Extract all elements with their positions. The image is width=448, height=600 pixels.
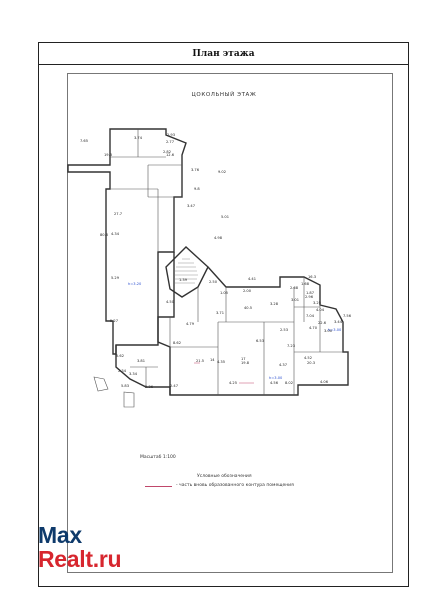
ceiling-height-label: h=3.00 — [328, 328, 342, 332]
room-area-label: 2.96 — [305, 295, 314, 299]
room-area-label: 3.01 — [291, 298, 299, 302]
room-area-label: 1.68 — [301, 282, 310, 286]
room-area-label: 4.04 — [316, 308, 325, 312]
room-area-label: 4.41 — [248, 277, 256, 281]
room-area-label: 3.25 — [313, 301, 321, 305]
room-area-label: 7.56 — [343, 314, 352, 318]
room-area-label: 4.37 — [279, 363, 287, 367]
height-marks: h=3.20 h=3.00 h=3.00 — [128, 282, 342, 380]
wall-entrance-bay — [115, 345, 171, 395]
ceiling-height-label: h=3.00 — [269, 376, 283, 380]
room-area-label: 5.83 — [121, 384, 129, 388]
header-bar: План этажа — [39, 43, 408, 65]
room-area-label: 6.53 — [256, 339, 264, 343]
room-area-label: 1.87 — [306, 291, 314, 295]
room-area-label: 5.29 — [111, 276, 120, 280]
ceiling-height-label: h=3.20 — [128, 282, 142, 286]
room-area-label: 8.02 — [285, 381, 293, 385]
room-area-label: 9.02 — [218, 170, 226, 174]
room-area-label: 3.44 — [334, 320, 343, 324]
room-area-label: 80.8 — [100, 233, 109, 237]
room-area-label: 1.39 — [179, 278, 188, 282]
room-area-label: 2.36 — [145, 385, 154, 389]
room-area-label: 5.62 — [116, 354, 124, 358]
room-area-label: 3.00 — [324, 329, 333, 333]
room-area-label: 3.74 — [134, 136, 143, 140]
room-area-label: 19.8 — [241, 361, 250, 365]
room-area-label: 2.93 — [167, 133, 175, 137]
room-area-label: 5.27 — [110, 319, 118, 323]
room-area-label: 2.50 — [209, 280, 218, 284]
room-area-label: 4.35 — [217, 360, 225, 364]
room-area-label: 27.7 — [114, 212, 122, 216]
room-area-label: 1.05 — [220, 291, 228, 295]
room-area-label: 2.00 — [243, 289, 252, 293]
room-area-label: 3.28 — [270, 302, 279, 306]
room-area-label: 2.47 — [170, 384, 178, 388]
room-area-label: 4.79 — [186, 322, 195, 326]
legend-line-swatch — [145, 486, 172, 487]
room-area-label: 17 — [241, 357, 246, 361]
room-area-label: 3.34 — [129, 372, 138, 376]
room-area-label: 40.5 — [244, 306, 252, 310]
new-contour — [194, 362, 254, 384]
inner-border — [67, 73, 393, 573]
room-area-label: 16.3 — [308, 275, 316, 279]
room-area-label: 20.3 — [307, 361, 315, 365]
room-area-label: 21.5 — [196, 359, 204, 363]
room-area-label: 7.65 — [80, 139, 88, 143]
room-area-label: 7.04 — [306, 314, 315, 318]
room-area-label: 4.25 — [229, 381, 237, 385]
room-area-label: 19.3 — [104, 153, 112, 157]
scale-note: Масштаб 1:100 — [140, 455, 176, 460]
wall-left-block — [67, 128, 187, 355]
room-area-label: 2.53 — [280, 328, 288, 332]
room-area-label: 5.01 — [221, 215, 229, 219]
legend-item-text: - часть вновь образованного контура поме… — [176, 483, 294, 488]
room-area-label: 2.34 — [118, 369, 127, 373]
room-area-label: 4.34 — [111, 232, 120, 236]
wall-stair-core — [165, 246, 209, 298]
drawing-frame: План этажа — [38, 42, 409, 587]
stair-flights — [174, 258, 198, 284]
room-area-label: 4.52 — [304, 356, 312, 360]
room-area-label: 2.77 — [166, 140, 174, 144]
room-area-label: 8.62 — [173, 341, 181, 345]
room-area-label: 3.81 — [137, 359, 145, 363]
room-area-label: 4.56 — [270, 381, 279, 385]
legend-title: Условные обозначения — [197, 474, 252, 479]
watermark-logo: Max Realt.ru — [38, 522, 122, 572]
watermark-part2: Realt.ru — [38, 546, 122, 572]
room-area-label: 9.8 — [194, 187, 200, 191]
room-area-label: 4.70 — [309, 326, 318, 330]
room-area-label: 4.50 — [166, 300, 175, 304]
room-area-label: 14 — [210, 358, 215, 362]
watermark-part1: Max — [38, 522, 82, 548]
room-area-label: 2.68 — [290, 286, 299, 290]
room-area-label: 22.6 — [318, 321, 327, 325]
room-area-label: 12.6 — [166, 153, 175, 157]
room-area-label: 7.23 — [287, 344, 295, 348]
room-area-label: 3.47 — [187, 204, 195, 208]
room-area-label: 2.82 — [163, 150, 171, 154]
room-area-label: 3.71 — [216, 311, 224, 315]
page-title: План этажа — [192, 48, 255, 59]
room-area-label: 4.98 — [214, 236, 223, 240]
floor-label: ЦОКОЛЬНЫЙ ЭТАЖ — [191, 92, 257, 98]
room-area-label: 4.06 — [320, 380, 329, 384]
room-area-label: 3.76 — [191, 168, 200, 172]
entrance-porch — [93, 376, 135, 408]
inner-walls — [110, 129, 348, 395]
